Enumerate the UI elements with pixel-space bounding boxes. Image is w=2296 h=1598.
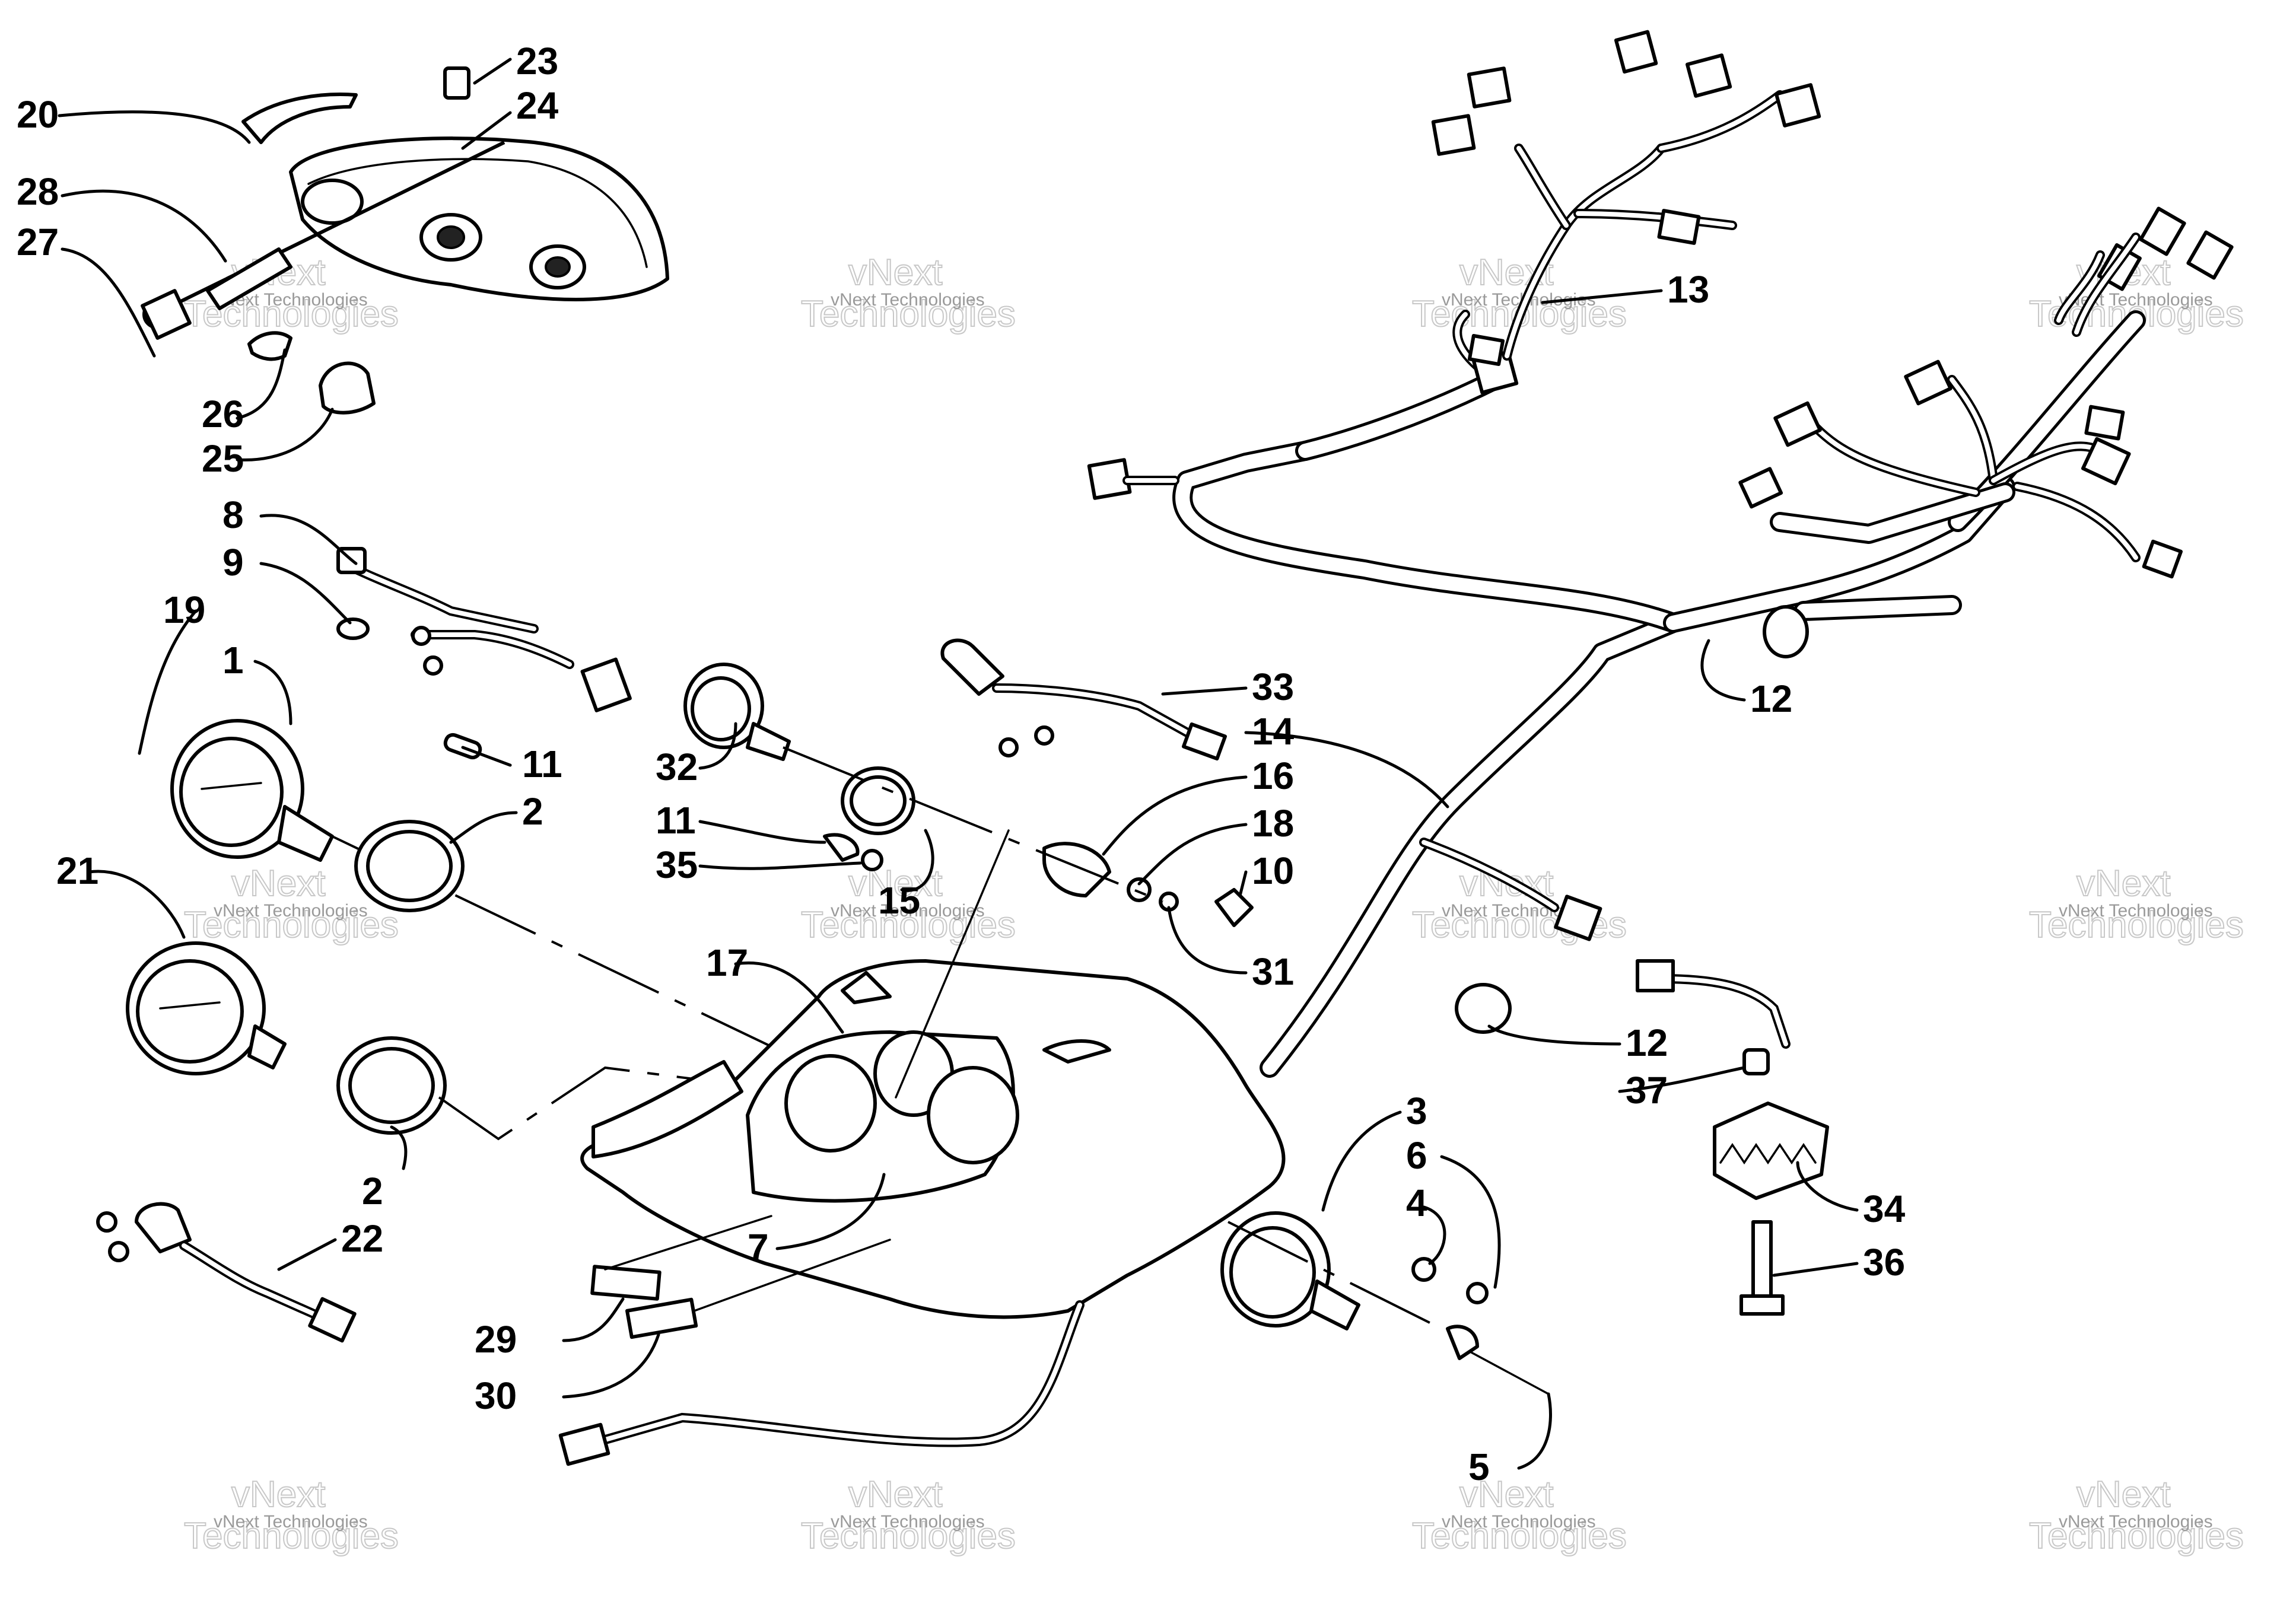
callout-10: 10 (1252, 849, 1294, 892)
callout-6: 6 (1406, 1134, 1427, 1177)
leader-lines (58, 58, 1859, 1470)
bulb (247, 331, 292, 361)
callout-35: 35 (656, 843, 698, 886)
callout-12a: 12 (1750, 677, 1792, 720)
callout-37: 37 (1626, 1069, 1668, 1112)
callout-29: 29 (475, 1318, 517, 1361)
svg-text:vNext Technologies: vNext Technologies (831, 290, 985, 310)
watermark: vNext Technologies vNext Technologies (1411, 862, 1627, 946)
callout-7: 7 (748, 1226, 769, 1269)
svg-text:vNext Technologies: vNext Technologies (831, 1512, 985, 1532)
svg-text:vNext Technologies: vNext Technologies (2059, 901, 2213, 921)
callout-20: 20 (17, 93, 59, 136)
main-wiring-harness (1087, 30, 2234, 1078)
callout-12b: 12 (1626, 1021, 1668, 1064)
callout-2b: 2 (362, 1170, 383, 1212)
svg-text:Technologies: Technologies (1412, 1516, 1627, 1556)
callout-13: 13 (1667, 268, 1709, 311)
callout-31: 31 (1252, 950, 1294, 993)
svg-text:vNext: vNext (231, 863, 325, 904)
tachometer-gauge (170, 719, 891, 1104)
callout-24: 24 (516, 84, 559, 127)
fuel-gauge (683, 663, 1254, 1099)
svg-text:Technologies: Technologies (184, 1516, 399, 1556)
watermark: vNext Technologies vNext Technologies (1411, 1473, 1627, 1557)
svg-text:Technologies: Technologies (2029, 1516, 2244, 1556)
callout-36: 36 (1863, 1241, 1905, 1284)
watermark: vNext Technologies vNext Technologies (2028, 1473, 2244, 1557)
callout-15: 15 (878, 879, 920, 922)
watermarks: vNext Technologies vNext Technologies vN… (183, 252, 2244, 1557)
svg-text:Technologies: Technologies (801, 905, 1016, 946)
callout-33: 33 (1252, 666, 1294, 708)
callout-5: 5 (1468, 1446, 1490, 1488)
clip (443, 66, 470, 100)
callout-17: 17 (706, 941, 748, 984)
svg-text:vNext Technologies: vNext Technologies (2059, 1512, 2213, 1532)
bulb-socket (319, 361, 376, 415)
watermark: vNext Technologies vNext Technologies (2028, 862, 2244, 946)
headlight-assembly (141, 66, 669, 415)
svg-text:vNext: vNext (848, 1474, 942, 1515)
svg-text:Technologies: Technologies (801, 294, 1016, 335)
svg-text:vNext Technologies: vNext Technologies (214, 1512, 368, 1532)
gauge-harness (336, 547, 632, 760)
dash-console (558, 959, 1286, 1466)
svg-text:vNext: vNext (848, 863, 942, 904)
svg-text:vNext: vNext (2076, 863, 2170, 904)
svg-text:vNext: vNext (848, 252, 942, 293)
callout-9: 9 (222, 541, 244, 584)
cable-clip-12a (1763, 605, 1809, 658)
callout-8: 8 (222, 494, 244, 536)
watermark: vNext Technologies vNext Technologies (800, 1473, 1016, 1557)
callout-23: 23 (516, 40, 558, 82)
callout-32: 32 (656, 746, 698, 788)
svg-text:vNext: vNext (2076, 1474, 2170, 1515)
watermark: vNext Technologies vNext Technologies (183, 1473, 399, 1557)
callout-28: 28 (17, 170, 59, 213)
gauge-3 (1220, 1211, 1550, 1395)
indicator-light (96, 1202, 357, 1343)
svg-text:Technologies: Technologies (184, 905, 399, 946)
callout-11a: 11 (522, 743, 562, 785)
svg-text:vNext Technologies: vNext Technologies (1442, 1512, 1596, 1532)
callout-3: 3 (1406, 1090, 1427, 1132)
svg-text:vNext: vNext (231, 1474, 325, 1515)
callout-25: 25 (202, 437, 244, 480)
callout-27: 27 (17, 221, 59, 263)
callout-4: 4 (1406, 1182, 1427, 1224)
callout-14: 14 (1252, 710, 1295, 753)
callout-numbers: 20 23 24 28 27 26 25 8 9 19 1 11 2 21 2 … (17, 40, 1906, 1488)
callout-19: 19 (163, 588, 205, 631)
speedometer-gauge (126, 941, 287, 1075)
callout-21: 21 (56, 849, 98, 892)
watermark: vNext Technologies vNext Technologies (183, 862, 399, 946)
callout-22: 22 (341, 1217, 383, 1260)
svg-text:vNext Technologies: vNext Technologies (831, 901, 985, 921)
callout-18: 18 (1252, 802, 1294, 845)
callout-26: 26 (202, 393, 244, 435)
svg-text:vNext Technologies: vNext Technologies (214, 901, 368, 921)
callout-34: 34 (1863, 1188, 1906, 1230)
spring (206, 247, 292, 310)
callout-2a: 2 (522, 790, 543, 833)
watermark: vNext Technologies vNext Technologies (800, 252, 1016, 335)
cable-clip-12b (1455, 983, 1512, 1034)
callout-11b: 11 (656, 799, 696, 842)
svg-text:vNext: vNext (1459, 1474, 1553, 1515)
svg-text:Technologies: Technologies (2029, 905, 2244, 946)
trim-strip (241, 93, 358, 144)
indicator-light-33 (823, 638, 1227, 871)
bezel-ring-2a (354, 820, 465, 912)
regulator (1713, 1102, 1829, 1200)
bezel-ring-2b (336, 1036, 1027, 1141)
svg-text:Technologies: Technologies (801, 1516, 1016, 1556)
callout-16: 16 (1252, 755, 1294, 797)
callout-1: 1 (222, 639, 244, 682)
watermark: vNext Technologies vNext Technologies (800, 862, 1016, 946)
callout-30: 30 (475, 1374, 517, 1417)
